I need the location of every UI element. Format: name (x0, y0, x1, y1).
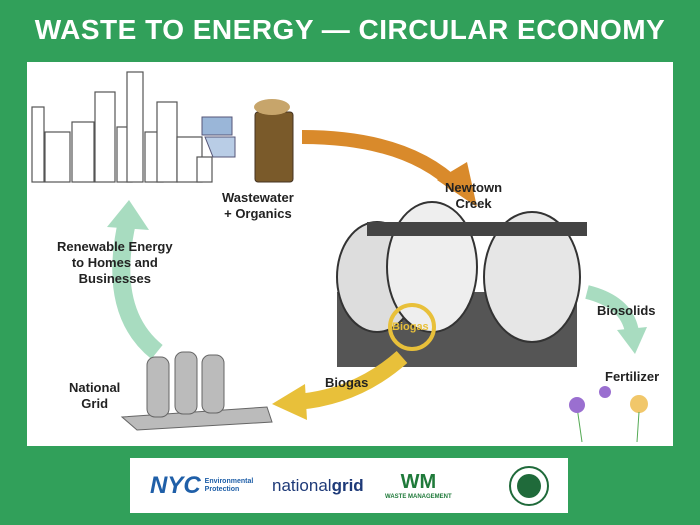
label-line: Businesses (78, 271, 151, 286)
orange-arrow (301, 130, 462, 193)
city-skyline-icon (31, 71, 213, 183)
label-line: Newtown (445, 180, 503, 195)
label-biogas-cycle: Biogas (392, 321, 429, 333)
label-line: Wastewater (222, 190, 294, 205)
label-line: + Organics (224, 206, 292, 221)
organics-bin-icon (254, 99, 294, 183)
green-arrow-up (112, 220, 163, 360)
power-plant-icon (120, 351, 273, 431)
flowers-icon (569, 386, 648, 443)
label-line: National (69, 380, 121, 395)
toilet-icon (201, 116, 236, 158)
label-wastewater: Wastewater + Organics (222, 190, 294, 222)
logo-text: national (272, 475, 332, 495)
label-newtown-creek: Newtown Creek (445, 180, 502, 212)
diagram-panel: Wastewater + Organics Newtown Creek Rene… (27, 62, 673, 446)
label-line: to Homes and (71, 255, 158, 270)
label-line: Renewable Energy (57, 239, 173, 254)
label-fertilizer: Fertilizer (605, 369, 660, 384)
label-line: Creek (455, 196, 492, 211)
logo-text: grid (331, 475, 364, 495)
label-biosolids: Biosolids (597, 303, 656, 318)
wm-logo-text: WM (400, 471, 437, 493)
nyc-dep-logo: NYC Environmental Protection (150, 458, 253, 513)
digester-eggs-icon (336, 201, 587, 367)
wm-logo-sub: WASTE MANAGEMENT (385, 494, 452, 500)
label-line: Protection (204, 485, 240, 493)
nyc-logo-text: NYC (150, 471, 201, 499)
yellow-arrow (296, 350, 408, 410)
dsny-seal-logo (508, 458, 550, 513)
waste-management-logo: WM WASTE MANAGEMENT (385, 458, 452, 513)
nyc-logo-sub: Environmental Protection (205, 478, 254, 494)
page-title: WASTE TO ENERGY — CIRCULAR ECONOMY (34, 14, 666, 45)
label-line: Environmental (204, 477, 254, 485)
diagram-art (31, 71, 648, 443)
label-biogas: Biogas (325, 375, 369, 390)
green-arrow-biosolids (585, 285, 639, 334)
label-national-grid: National Grid (69, 380, 120, 412)
label-renewable-energy: Renewable Energy to Homes and Businesses (57, 239, 173, 287)
label-line: Grid (81, 396, 109, 411)
biogas-cycle-icon (388, 303, 436, 351)
